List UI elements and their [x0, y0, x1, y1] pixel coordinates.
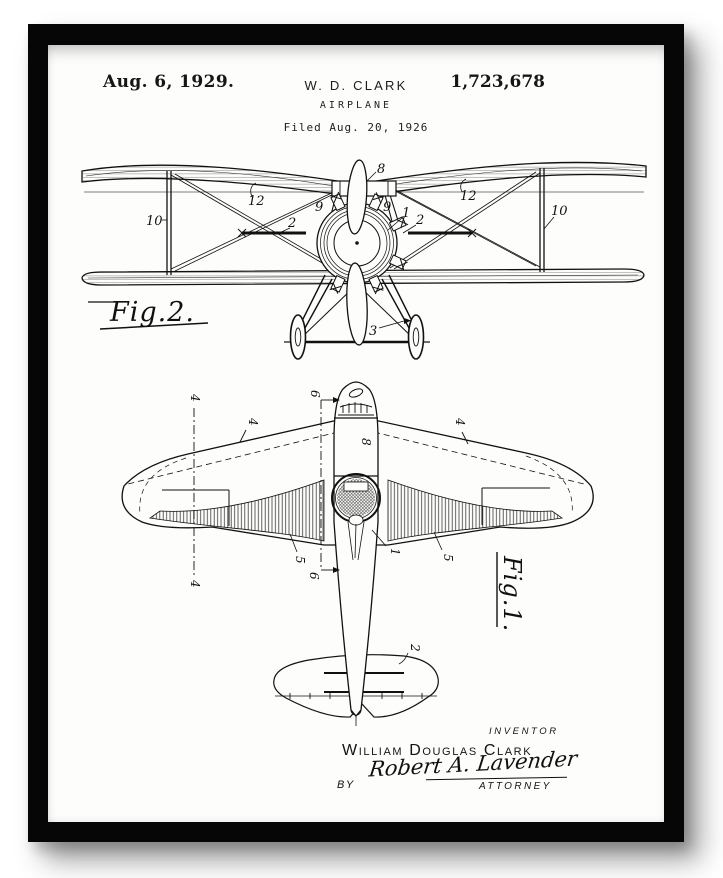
cockpit-engine-opening	[331, 473, 381, 526]
fig2-ref-10-left: 10	[146, 214, 163, 229]
fig1-leader-lines	[289, 529, 443, 665]
leader-lines	[162, 171, 555, 329]
fig1-ref-4-left-edge: 4	[246, 417, 260, 426]
aileron-lines	[162, 487, 550, 526]
fig2-ref-12-left: 12	[248, 194, 265, 209]
patent-issue-date: Aug. 6, 1929.	[103, 72, 235, 92]
fig1-ref-5-left: 5	[293, 556, 307, 564]
fig1-ref-6-bottom: 6	[307, 572, 321, 580]
fig1-plan-view-drawing: 8 1 2 4 4 4 4 5 5 6 6 Fig.1.	[121, 381, 594, 726]
fig2-linework	[81, 159, 647, 360]
fig2-ref-10-right: 10	[551, 204, 568, 219]
fig1-ref-1: 1	[388, 548, 402, 556]
fig1-ref-5-right: 5	[441, 554, 455, 562]
arrowhead	[404, 318, 411, 324]
fig2-ref-8: 8	[377, 162, 385, 177]
engine-cylinders	[329, 191, 409, 295]
inventor-caption: INVENTOR	[489, 726, 559, 737]
fig2-ref-12-right: 12	[460, 189, 477, 204]
fuselage	[331, 381, 381, 718]
by-label: BY	[337, 779, 355, 791]
fig1-caption-text: Fig.1.	[498, 555, 526, 632]
fig2-ref-9-left: 9	[315, 200, 323, 215]
fig1-caption: Fig.1.	[496, 552, 526, 632]
trailing-edge-hatching	[148, 479, 564, 542]
landing-gear	[284, 274, 430, 360]
inventor-name: William Douglas Clark	[342, 742, 533, 759]
attorney-caption: ATTORNEY	[479, 781, 552, 792]
fig1-ref-8: 8	[359, 438, 373, 446]
tail-ticks	[289, 693, 423, 699]
fig2-ref-2-right: 2	[415, 213, 424, 228]
fig2-caption-text: Fig.2.	[109, 297, 195, 328]
radial-engine	[316, 191, 409, 295]
interplane-struts	[166, 168, 545, 275]
fig2-ref-3: 3	[369, 324, 377, 339]
section-line-6	[320, 397, 340, 573]
side-bars	[237, 228, 477, 238]
fig2-ref-9-right: 9	[383, 200, 391, 215]
fig2-ref-1: 1	[402, 206, 410, 221]
wheels	[289, 314, 425, 360]
picture-frame: Aug. 6, 1929. W. D. CLARK 1,723,678 AIRP…	[28, 24, 684, 842]
patent-number: 1,723,678	[450, 72, 545, 92]
control-cables	[347, 521, 365, 561]
bracing-wires	[170, 171, 541, 272]
invention-title: AIRPLANE	[319, 100, 393, 111]
section-line-4	[193, 408, 469, 576]
fig1-ref-4-section-top: 4	[188, 393, 202, 402]
fig2-front-view-drawing: 8 9 9 1 2 2 12 12 10 10 3 Fig.2.	[81, 159, 647, 360]
fig2-ref-2-left: 2	[287, 216, 296, 231]
propeller	[346, 159, 368, 346]
fig1-linework	[121, 381, 594, 726]
fig2-caption: Fig.2.	[88, 297, 209, 330]
fig1-ref-2: 2	[408, 643, 422, 652]
fig1-ref-6-top: 6	[308, 390, 322, 398]
fig1-ref-4-right-edge: 4	[453, 417, 467, 426]
filed-date-line: Filed Aug. 20, 1926	[283, 121, 429, 134]
patent-sheet: Aug. 6, 1929. W. D. CLARK 1,723,678 AIRP…	[48, 45, 664, 822]
windshield-bars	[342, 402, 368, 413]
fig1-ref-4-section-bottom: 4	[188, 579, 202, 588]
patent-inventor-header: W. D. CLARK	[304, 78, 408, 93]
